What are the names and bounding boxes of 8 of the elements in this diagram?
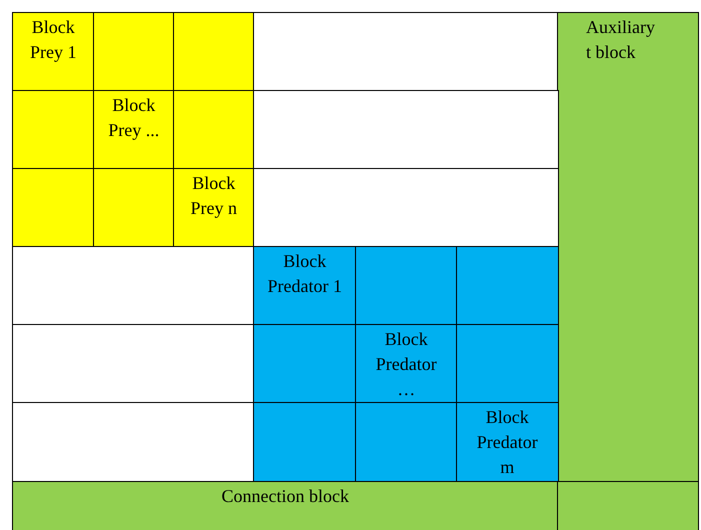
matrix-block: Block Predator …: [355, 324, 458, 404]
matrix-block: Connection block: [12, 481, 558, 530]
matrix-block: Auxiliary t block: [557, 12, 698, 482]
matrix-block: Block Prey 1: [12, 12, 94, 92]
matrix-block: Block Prey ...: [93, 90, 174, 170]
matrix-block: Block Prey n: [173, 168, 254, 248]
matrix-block: Block Predator 1: [253, 246, 356, 326]
matrix-block: Block Predator m: [456, 402, 558, 482]
